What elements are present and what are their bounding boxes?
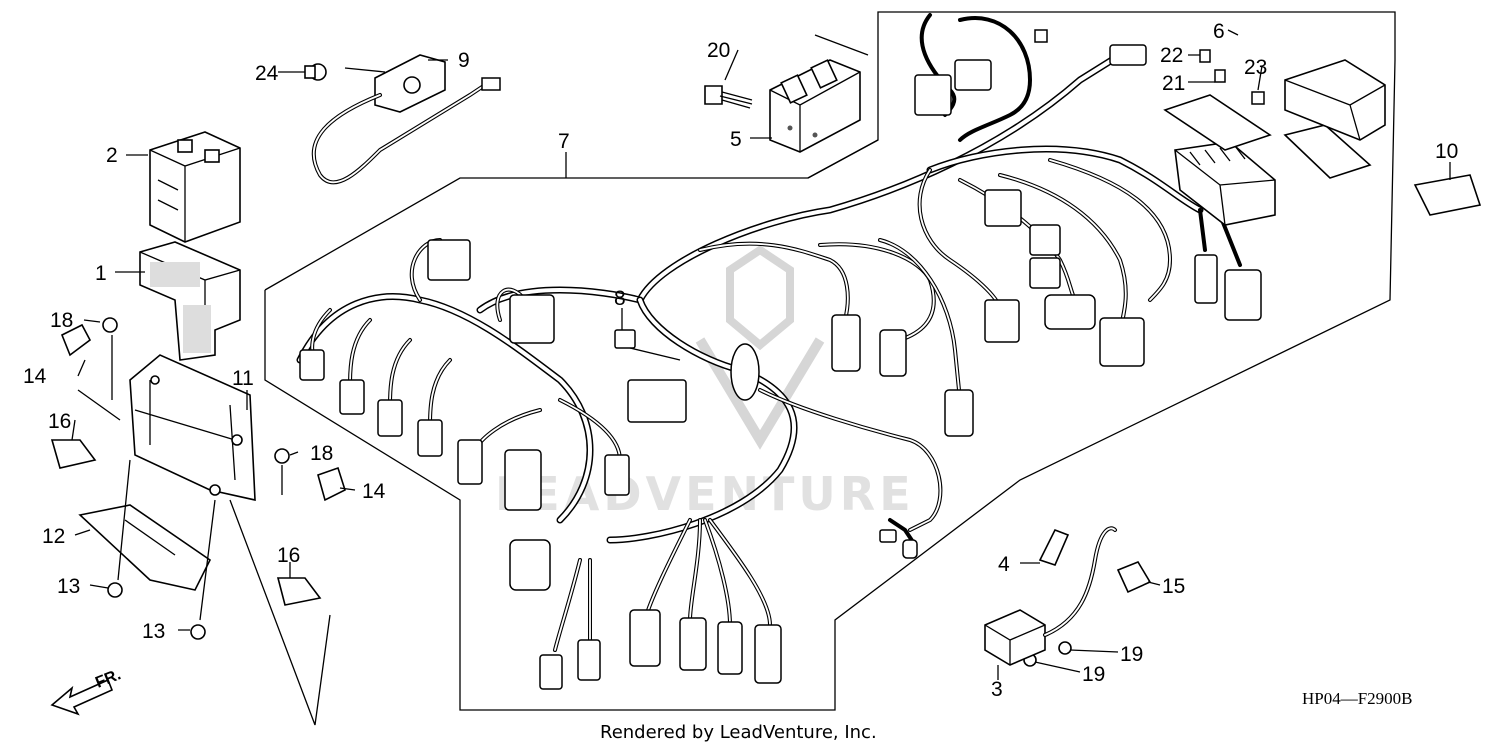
callout-7: 7 <box>558 130 570 153</box>
front-direction-arrow: FR. <box>50 666 123 716</box>
diagram-code: HP04—F2900B <box>1302 689 1413 708</box>
callout-9: 9 <box>458 49 470 72</box>
watermark-text: LEADVENTURE <box>495 467 915 521</box>
callout-20: 20 <box>707 39 730 62</box>
callout-18-left: 18 <box>50 309 73 332</box>
callout-18-right: 18 <box>310 442 333 465</box>
front-label: FR. <box>93 666 123 691</box>
callout-19-upper: 19 <box>1120 643 1143 666</box>
mount-bracket <box>129 354 256 502</box>
callout-14-right: 14 <box>362 480 386 503</box>
callout-14-left: 14 <box>23 365 47 388</box>
cdi-unit <box>149 131 241 243</box>
connectors <box>299 44 1262 690</box>
starter-relay <box>984 526 1117 666</box>
callout-22: 22 <box>1160 44 1183 67</box>
callout-1: 1 <box>95 262 107 285</box>
callout-15: 15 <box>1162 575 1185 598</box>
callout-8: 8 <box>614 287 626 310</box>
ecu-group-outline <box>807 139 879 179</box>
callout-4: 4 <box>998 553 1010 576</box>
callout-6: 6 <box>1213 20 1225 43</box>
callout-19-lower: 19 <box>1082 663 1105 686</box>
callout-24: 24 <box>255 62 279 85</box>
cover-plate-detail <box>124 519 176 556</box>
callout-5: 5 <box>730 128 742 151</box>
leader-lines <box>71 29 1451 726</box>
fuses <box>1034 29 1265 105</box>
callout-10: 10 <box>1435 140 1458 163</box>
callout-16-right: 16 <box>277 544 300 567</box>
ecu-bracket-line <box>814 34 869 56</box>
screw-24 <box>304 63 327 81</box>
label-sticker <box>1413 174 1482 216</box>
watermark: LEADVENTURE <box>495 245 915 521</box>
callout-2: 2 <box>106 144 118 167</box>
group-outlines <box>264 11 1396 711</box>
callout-11: 11 <box>232 367 254 390</box>
bolt-20 <box>704 85 753 109</box>
cover-plate <box>78 504 212 591</box>
callout-12: 12 <box>42 525 65 548</box>
wire-harness <box>296 13 1242 652</box>
callout-23: 23 <box>1244 56 1267 79</box>
ecu-module <box>769 59 861 153</box>
credit-line: Rendered by LeadVenture, Inc. <box>600 722 877 743</box>
clamps <box>50 323 1152 606</box>
fuse-box <box>1163 59 1386 226</box>
callout-13-lower: 13 <box>142 620 165 643</box>
callout-16-left: 16 <box>48 410 71 433</box>
callout-3: 3 <box>991 678 1003 701</box>
callout-13-upper: 13 <box>57 575 80 598</box>
sensor-with-lead <box>311 54 501 185</box>
rubber-mount <box>139 241 241 361</box>
callout-21: 21 <box>1162 72 1185 95</box>
callouts: 2 1 24 9 20 5 7 8 6 22 21 23 10 18 14 11… <box>23 20 1458 701</box>
harness-group-outline <box>264 11 1396 711</box>
